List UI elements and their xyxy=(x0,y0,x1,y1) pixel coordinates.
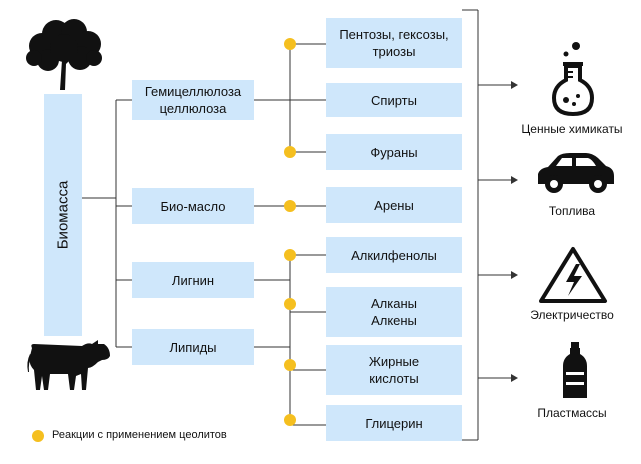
car-icon xyxy=(538,153,614,193)
zeolite-dot xyxy=(284,146,296,158)
product-arenes: Арены xyxy=(326,187,462,223)
zeolite-dot xyxy=(284,38,296,50)
output-fuels-label: Топлива xyxy=(548,204,596,218)
source-lipids: Липиды xyxy=(132,329,254,365)
source-lignin: Лигнин xyxy=(132,262,254,298)
zeolite-dot xyxy=(284,249,296,261)
product-furans: Фураны xyxy=(326,134,462,170)
output-plastics-label: Пластмассы xyxy=(537,406,607,420)
biomass-box: Биомасса xyxy=(44,94,82,336)
flask-icon xyxy=(552,42,595,117)
high-voltage-icon xyxy=(539,247,607,303)
product-sugars: Пентозы, гексозы, триозы xyxy=(326,18,462,68)
cow-icon xyxy=(27,340,110,390)
product-alkanes-alkenes: Алканы Алкены xyxy=(326,287,462,337)
bottle-icon xyxy=(563,342,587,398)
output-chemicals-label: Ценные химикаты xyxy=(521,122,623,136)
product-fatty-acids: Жирные кислоты xyxy=(326,345,462,395)
zeolite-dot xyxy=(284,414,296,426)
biomass-label: Биомасса xyxy=(54,180,72,250)
zeolite-dot xyxy=(284,359,296,371)
source-bio-oil: Био-масло xyxy=(132,188,254,224)
source-hemicellulose: Гемицеллюлоза целлюлоза xyxy=(132,80,254,120)
product-alkylphenols: Алкилфенолы xyxy=(326,237,462,273)
zeolite-dot xyxy=(284,200,296,212)
output-electricity-label: Электричество xyxy=(530,308,614,322)
legend-dot xyxy=(32,430,44,442)
legend-label: Реакции с применением цеолитов xyxy=(52,429,227,441)
product-glycerol: Глицерин xyxy=(326,405,462,441)
tree-icon xyxy=(26,19,102,90)
product-alcohols: Спирты xyxy=(326,83,462,117)
zeolite-dot xyxy=(284,298,296,310)
